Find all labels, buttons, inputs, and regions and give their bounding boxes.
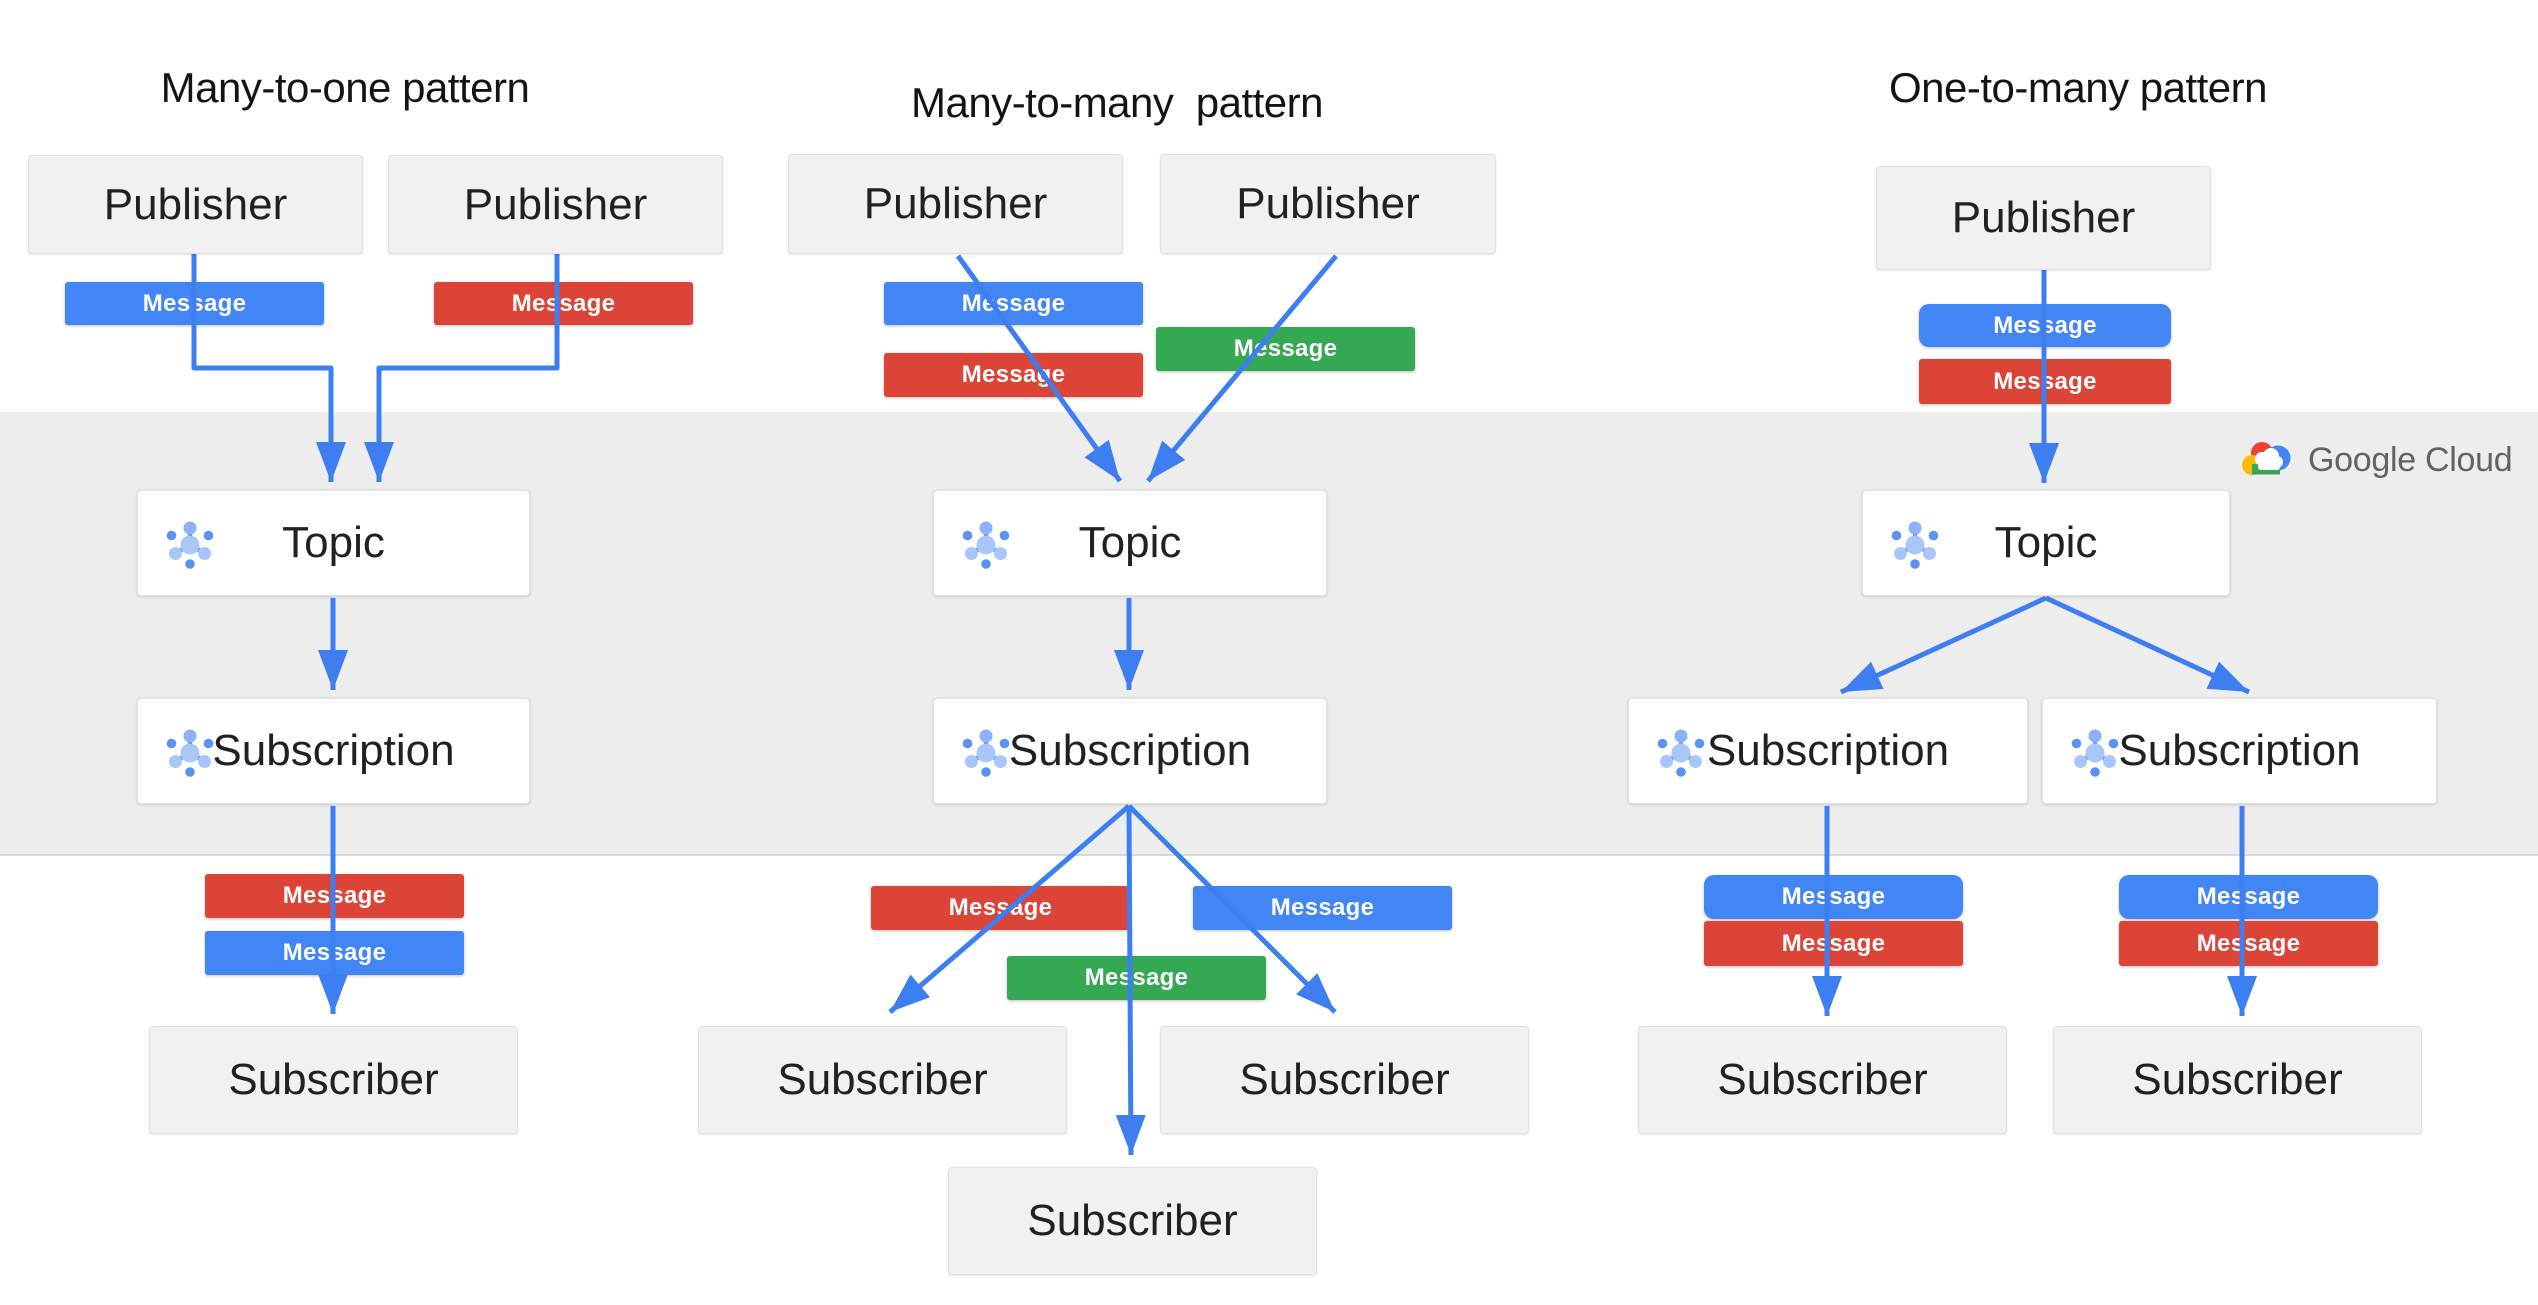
subscription-box: Subscription bbox=[2042, 698, 2437, 804]
publisher-label: Publisher bbox=[1236, 179, 1420, 228]
message-badge-red: Message bbox=[434, 282, 693, 325]
subscriber-box: Subscriber bbox=[2053, 1026, 2422, 1134]
subscriber-label: Subscriber bbox=[228, 1055, 439, 1104]
topic-box: Topic bbox=[1862, 490, 2230, 596]
subscription-label: Subscription bbox=[1706, 726, 1950, 775]
google-cloud-icon bbox=[2242, 442, 2291, 475]
pubsub-subscription-icon bbox=[2071, 729, 2119, 777]
topic-box: Topic bbox=[933, 490, 1327, 596]
publisher-box: Publisher bbox=[388, 155, 723, 254]
subscription-label: Subscription bbox=[212, 726, 455, 775]
publisher-label: Publisher bbox=[463, 179, 648, 229]
subscriber-box: Subscriber bbox=[1160, 1026, 1529, 1134]
publisher-label: Publisher bbox=[1951, 193, 2136, 242]
pubsub-subscription-icon bbox=[1657, 729, 1705, 777]
subscriber-label: Subscriber bbox=[1239, 1055, 1450, 1104]
publisher-label: Publisher bbox=[103, 179, 288, 229]
message-badge-blue: Message bbox=[1704, 875, 1963, 919]
subscriber-box: Subscriber bbox=[948, 1167, 1317, 1275]
topic-label: Topic bbox=[1994, 518, 2098, 567]
subscriber-box: Subscriber bbox=[149, 1026, 518, 1134]
arrow-subscription-to-subscriber bbox=[1115, 805, 1146, 1156]
message-badge-red: Message bbox=[871, 886, 1130, 930]
arrow-publisher1-to-topic bbox=[191, 254, 346, 482]
publisher-box: Publisher bbox=[1876, 166, 2211, 270]
arrow-topic-to-subscription-right bbox=[2044, 595, 2251, 695]
subscriber-box: Subscriber bbox=[698, 1026, 1067, 1134]
pattern-title-one-to-many: One-to-many pattern bbox=[1888, 64, 2268, 111]
message-badge-blue: Message bbox=[884, 282, 1143, 325]
message-badge-red: Message bbox=[2119, 921, 2378, 966]
topic-label: Topic bbox=[282, 518, 385, 567]
subscriber-box: Subscriber bbox=[1638, 1026, 2007, 1134]
topic-label: Topic bbox=[1078, 518, 1182, 567]
subscriber-label: Subscriber bbox=[1027, 1196, 1238, 1245]
publisher-label: Publisher bbox=[863, 179, 1048, 228]
pattern-title-many-to-many: Many-to-many pattern bbox=[910, 79, 1324, 126]
arrow-publisher2-to-topic bbox=[364, 254, 560, 482]
subscriber-label: Subscriber bbox=[777, 1055, 988, 1104]
pubsub-topic-icon bbox=[1891, 521, 1939, 569]
message-badge-blue: Message bbox=[2119, 875, 2378, 919]
message-badge-green: Message bbox=[1007, 956, 1266, 1000]
message-badge-blue: Message bbox=[1193, 886, 1452, 930]
publisher-box: Publisher bbox=[28, 155, 363, 254]
publisher-box: Publisher bbox=[788, 154, 1123, 254]
subscription-box: Subscription bbox=[137, 698, 530, 804]
subscriber-label: Subscriber bbox=[2132, 1055, 2343, 1104]
subscription-box: Subscription bbox=[1628, 698, 2028, 804]
pubsub-topic-icon bbox=[166, 521, 214, 569]
google-cloud-logo: Google Cloud bbox=[2240, 438, 2513, 482]
message-badge-green: Message bbox=[1156, 327, 1415, 371]
arrow-publisher-to-topic bbox=[1146, 254, 1338, 483]
subscription-box: Subscription bbox=[933, 698, 1327, 804]
pubsub-topic-icon bbox=[962, 521, 1010, 569]
publisher-box: Publisher bbox=[1160, 154, 1496, 254]
arrow-publisher-to-topic bbox=[955, 254, 1123, 483]
arrow-subscription-to-subscriber bbox=[1127, 804, 1337, 1014]
pubsub-subscription-icon bbox=[166, 729, 214, 777]
subscription-label: Subscription bbox=[1008, 726, 1252, 775]
message-badge-red: Message bbox=[1704, 921, 1963, 966]
subscriber-label: Subscriber bbox=[1717, 1055, 1928, 1104]
arrow-subscription-to-subscriber bbox=[888, 804, 1131, 1014]
arrow-topic-to-subscription-left bbox=[1839, 595, 2048, 695]
google-cloud-wordmark: Google Cloud bbox=[2308, 440, 2513, 479]
topic-box: Topic bbox=[137, 490, 530, 596]
subscription-label: Subscription bbox=[2118, 726, 2361, 775]
pubsub-subscription-icon bbox=[962, 729, 1010, 777]
pattern-title-many-to-one: Many-to-one pattern bbox=[160, 64, 530, 111]
